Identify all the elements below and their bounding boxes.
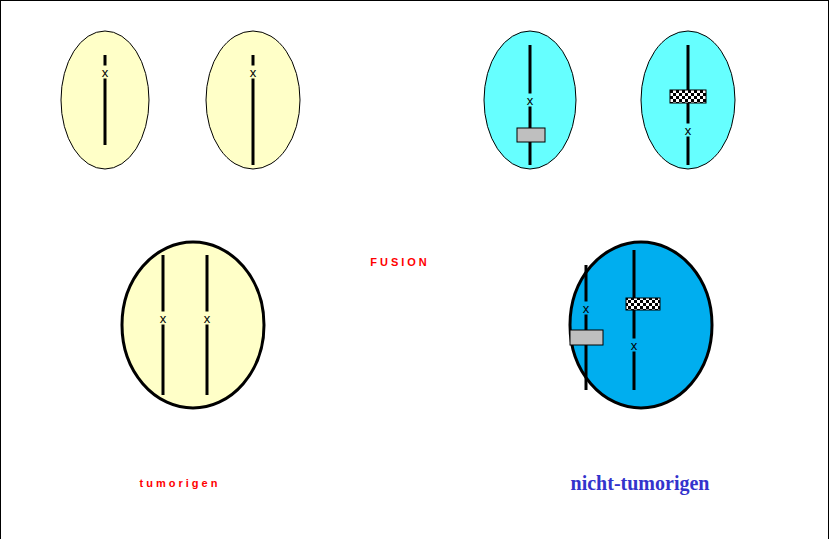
grey-marker (517, 128, 545, 142)
chromosome (585, 265, 588, 390)
gene-marker-x: x (159, 312, 168, 325)
cell-membrane (61, 31, 149, 169)
cell-oval: x (640, 30, 736, 170)
gene-marker-x: x (203, 312, 212, 325)
gene-marker-x: x (101, 66, 110, 79)
cell-oval: xx (568, 240, 714, 410)
cell-membrane (122, 242, 264, 408)
gene-marker-x: x (582, 302, 591, 315)
chromosome (687, 45, 690, 165)
grey-marker (570, 330, 603, 345)
checkered-marker (626, 298, 660, 310)
chromosome (633, 250, 636, 390)
cell-outline (205, 30, 301, 170)
process-label: FUSION (370, 256, 430, 268)
cell-membrane (641, 31, 735, 169)
cell-oval: x (483, 30, 577, 170)
cell-membrane (570, 242, 712, 408)
cell-oval: xx (120, 240, 266, 410)
cell-oval: x (60, 30, 150, 170)
cell-outline (120, 240, 266, 410)
chromosome (206, 255, 209, 395)
gene-marker-x: x (249, 66, 258, 79)
group-label: nicht-tumorigen (571, 472, 710, 495)
cell-oval: x (205, 30, 301, 170)
gene-marker-x: x (684, 124, 693, 137)
gene-marker-x: x (526, 94, 535, 107)
cell-membrane (484, 31, 576, 169)
cell-outline (60, 30, 150, 170)
group-label: tumorigen (140, 477, 221, 489)
cell-outline (568, 240, 714, 410)
checkered-marker (670, 90, 706, 103)
gene-marker-x: x (630, 339, 639, 352)
cell-membrane (206, 31, 300, 169)
chromosome (162, 255, 165, 395)
cell-outline (640, 30, 736, 170)
